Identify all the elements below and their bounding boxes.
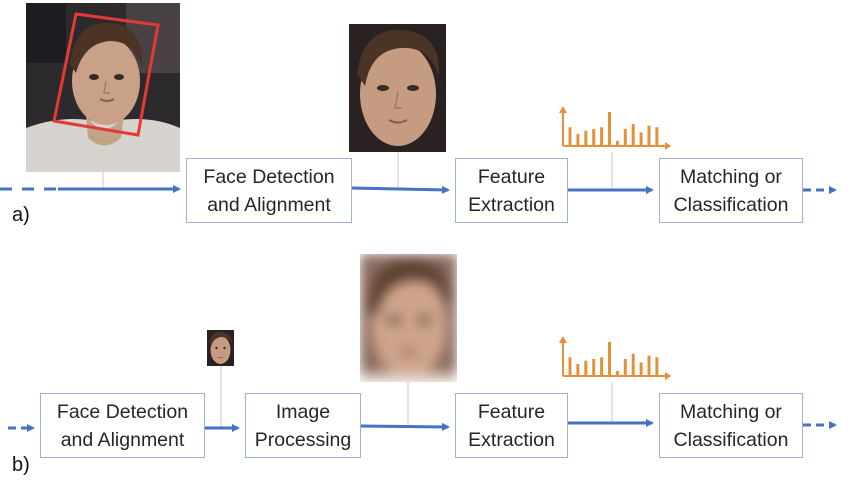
step-matching-classification: Matching or Classification [659,393,803,458]
feature-histogram-icon [559,106,671,150]
arrow [360,422,450,431]
input-photo [26,3,180,172]
step-face-detection-alignment: Face Detection and Alignment [186,158,352,223]
blurred-face-photo [360,254,457,382]
step-feature-extraction: Feature Extraction [455,393,568,458]
histogram-x-arrowhead [665,372,671,380]
step-feature-extraction: Feature Extraction [455,158,568,223]
arrow [350,185,450,194]
histogram-y-arrowhead [559,106,567,113]
step-image-processing: Image Processing [245,393,361,458]
feature-histogram-icon [559,336,671,380]
detection-box [52,12,160,137]
tiny-face-photo [207,330,234,366]
aligned-face-photo [349,24,446,152]
label-b: b) [12,454,30,476]
step-face-detection-alignment: Face Detection and Alignment [40,393,205,458]
histogram-y-arrowhead [559,336,567,343]
label-a: a) [12,204,30,226]
histogram-x-arrowhead [665,142,671,150]
step-matching-classification: Matching or Classification [659,158,803,223]
